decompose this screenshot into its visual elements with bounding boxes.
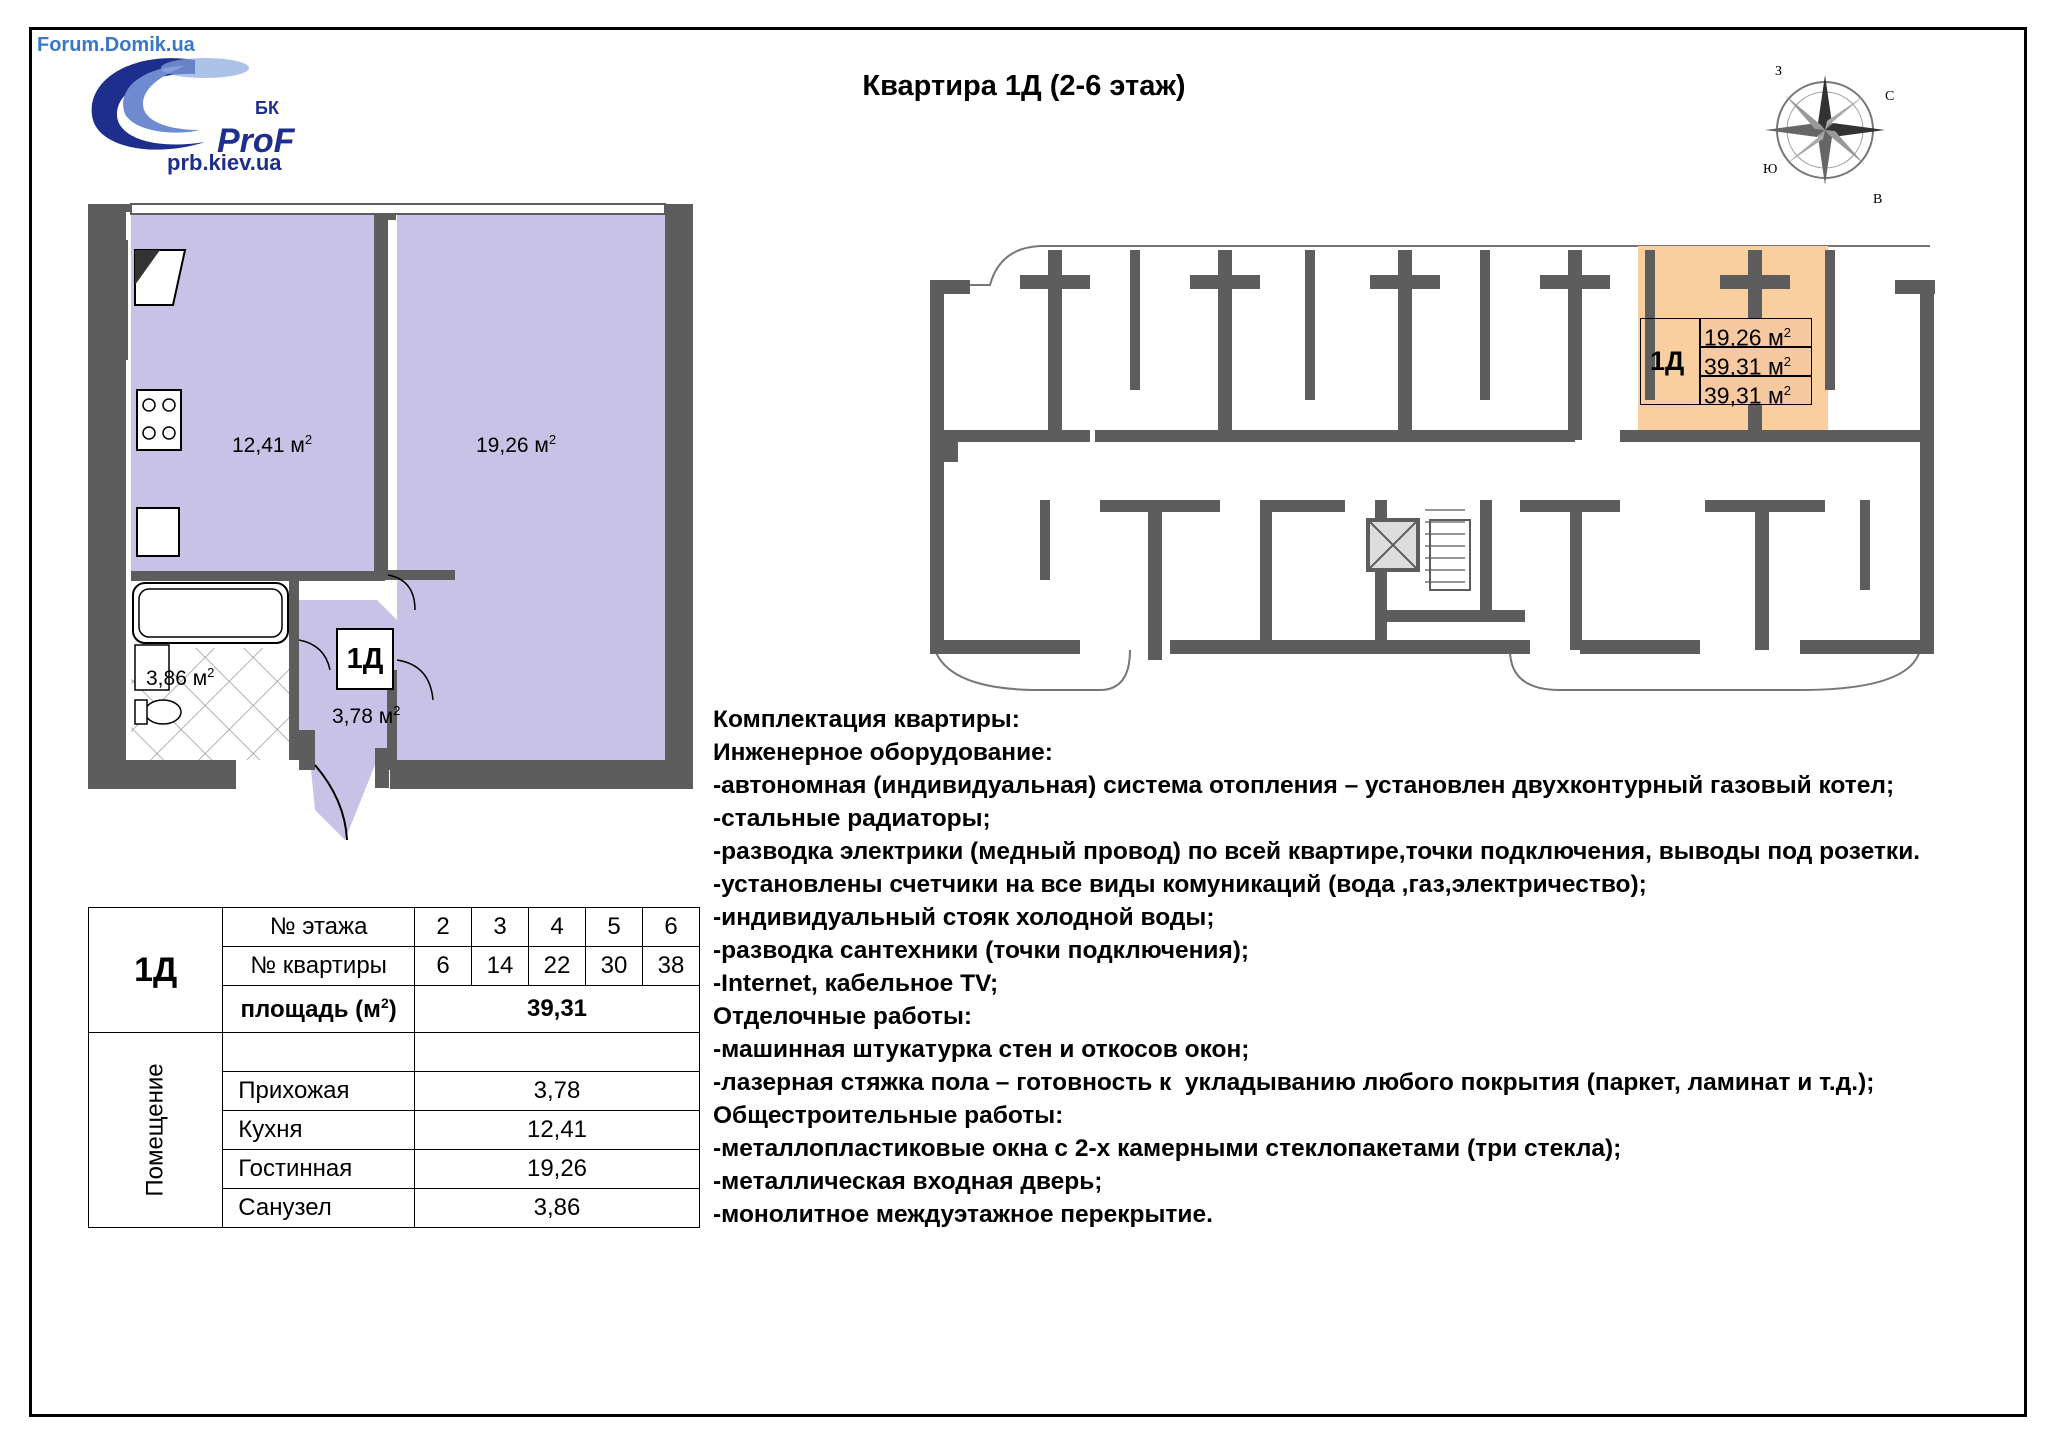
spec-line: Общестроительные работы: xyxy=(713,1102,1064,1129)
overview-area-1: 19,26 м2 xyxy=(1700,318,1812,351)
logo-bk-text: БК xyxy=(255,98,279,118)
spec-line: -разводка электрики (медный провод) по в… xyxy=(713,838,1921,865)
floor-overview-plan xyxy=(930,245,1935,691)
room-area: 19,26 xyxy=(414,1149,700,1189)
apartment-floor-plan xyxy=(88,203,693,841)
floor-cell: 2 xyxy=(414,907,472,947)
bathroom-area-label: 3,86 м2 xyxy=(146,665,215,690)
wall-bottom-right xyxy=(390,760,693,789)
page-border xyxy=(29,27,2027,1417)
hall-area-label: 3,78 м2 xyxy=(332,703,401,728)
overview-apartment-code: 1Д xyxy=(1650,346,1685,376)
floor-label: № этажа xyxy=(222,907,415,947)
spec-line: -стальные радиаторы; xyxy=(713,805,991,832)
floor-cell: 5 xyxy=(585,907,643,947)
rooms-header-blank-value xyxy=(414,1032,700,1072)
apartment-number-cell: 14 xyxy=(471,946,529,986)
spec-line: Отделочные работы: xyxy=(713,1003,973,1030)
compass-icon: З С Ю В xyxy=(1763,64,1894,205)
rooms-header-blank xyxy=(222,1032,415,1072)
room-area: 12,41 xyxy=(414,1110,700,1150)
apartment-number-cell: 38 xyxy=(642,946,700,986)
kitchen-area-label: 12,41 м2 xyxy=(232,432,313,457)
wall-bottom-left xyxy=(88,760,236,789)
wall-right xyxy=(665,204,693,789)
compass-w: З xyxy=(1775,64,1782,79)
wall-kitchen-bottom xyxy=(131,571,385,581)
floor-cell: 4 xyxy=(528,907,586,947)
overview-area-3: 39,31 м2 xyxy=(1700,376,1812,409)
spec-line: -монолитное междуэтажное перекрытие. xyxy=(713,1201,1213,1228)
living-area-label: 19,26 м2 xyxy=(476,432,557,457)
compass-n: С xyxy=(1885,89,1894,104)
bathtub-fixture xyxy=(132,582,289,644)
logo-swoosh xyxy=(91,58,249,150)
room-name: Санузел xyxy=(222,1188,415,1228)
sink-fixture xyxy=(136,507,180,557)
living-room xyxy=(397,214,665,760)
apartment-specification: Комплектация квартиры: Инженерное оборуд… xyxy=(713,703,2013,1231)
spec-line: -Internet, кабельное TV; xyxy=(713,970,999,997)
room-name: Гостинная xyxy=(222,1149,415,1189)
stove-fixture xyxy=(136,389,182,451)
room-name: Прихожая xyxy=(222,1071,415,1111)
spec-line: -металлическая входная дверь; xyxy=(713,1168,1103,1195)
area-label: площадь (м2) xyxy=(222,985,415,1033)
table-apartment-code: 1Д xyxy=(87,907,224,1033)
spec-line: Комплектация квартиры: xyxy=(713,706,1020,733)
room-name: Кухня xyxy=(222,1110,415,1150)
apartment-number-cell: 30 xyxy=(585,946,643,986)
spec-line: Инженерное оборудование: xyxy=(713,739,1053,766)
wall-bath-right xyxy=(289,581,299,760)
spec-line: -индивидуальный стояк холодной воды; xyxy=(713,904,1215,931)
spec-line: -установлены счетчики на все виды комуни… xyxy=(713,871,1647,898)
logo-site-text: prb.kiev.ua xyxy=(167,150,282,175)
stairs xyxy=(1425,509,1465,583)
logo-prof-text: ProF xyxy=(217,122,295,160)
spec-line: -разводка сантехники (точки подключения)… xyxy=(713,937,1250,964)
apartment-info-table: 1Д № этажа 2 3 4 5 6 № квартиры 6 14 22 … xyxy=(87,907,700,1228)
floor-cell: 3 xyxy=(471,907,529,947)
rooms-label: Помещение xyxy=(87,1032,224,1228)
apartment-code-tag: 1Д xyxy=(336,628,394,690)
toilet-fixture xyxy=(144,699,182,725)
spec-line: -лазерная стяжка пола – готовность к укл… xyxy=(713,1069,1875,1096)
washbasin-fixture xyxy=(134,644,170,691)
apartment-number-cell: 22 xyxy=(528,946,586,986)
spec-line: -автономная (индивидуальная) система ото… xyxy=(713,772,1895,799)
spec-line: -машинная штукатурка стен и откосов окон… xyxy=(713,1036,1250,1063)
page-title: Квартира 1Д (2-6 этаж) xyxy=(862,70,1186,102)
apartment-number-cell: 6 xyxy=(414,946,472,986)
company-logo: Forum.Domik.ua БК ProF prb.kiev.ua xyxy=(35,32,315,182)
overview-area-2: 39,31 м2 xyxy=(1700,347,1812,380)
compass-e: В xyxy=(1873,192,1882,205)
compass-s: Ю xyxy=(1763,162,1777,177)
spec-line: -металлопластиковые окна с 2-х камерными… xyxy=(713,1135,1622,1162)
overview-code-box xyxy=(1640,318,1700,405)
apartment-number-label: № квартиры xyxy=(222,946,415,986)
total-area: 39,31 xyxy=(414,985,700,1033)
room-area: 3,86 xyxy=(414,1188,700,1228)
logo-forum-text: Forum.Domik.ua xyxy=(37,34,195,56)
wall-kitchen-living xyxy=(374,214,388,574)
room-area: 3,78 xyxy=(414,1071,700,1111)
floor-cell: 6 xyxy=(642,907,700,947)
